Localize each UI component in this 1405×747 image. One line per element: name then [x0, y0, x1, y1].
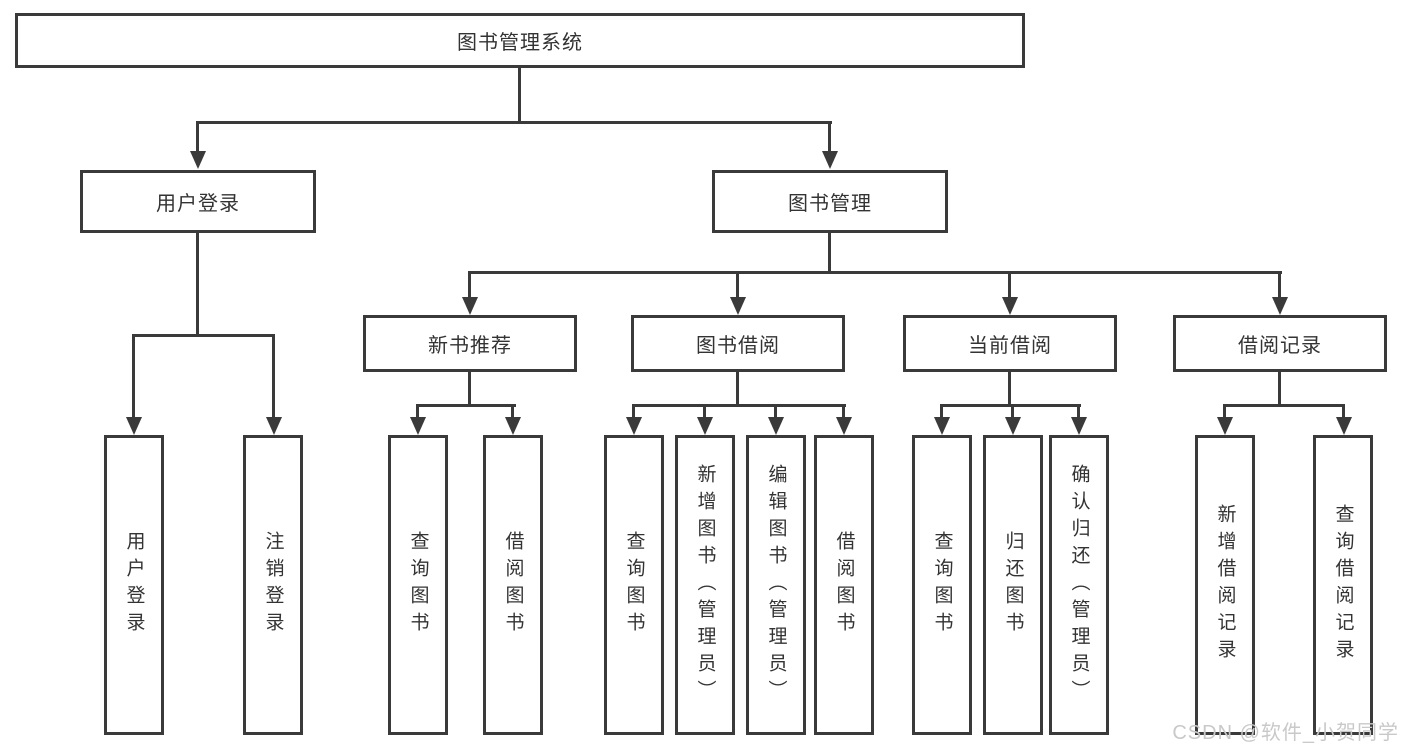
- connector-line: [196, 121, 832, 124]
- arrowhead-down-icon: [1071, 417, 1087, 435]
- connector-line: [468, 271, 1282, 274]
- connector-line: [1011, 404, 1014, 418]
- connector-line: [196, 233, 199, 337]
- leaf-records-add-record: 新增借阅记录: [1195, 435, 1255, 735]
- connector-line: [196, 121, 199, 153]
- connector-line: [632, 404, 635, 418]
- connector-line: [1223, 404, 1226, 418]
- node-label: 用户登录: [156, 193, 240, 215]
- arrowhead-down-icon: [822, 151, 838, 169]
- leaf-logout-action: 注销登录: [243, 435, 303, 735]
- arrowhead-down-icon: [626, 417, 642, 435]
- node-library-management-system: 图书管理系统: [15, 13, 1025, 68]
- leaf-label: 查询图书: [931, 531, 953, 639]
- connector-line: [703, 404, 706, 418]
- connector-line: [940, 404, 1081, 407]
- leaf-label: 借阅图书: [502, 531, 524, 639]
- arrowhead-down-icon: [836, 417, 852, 435]
- arrowhead-down-icon: [730, 297, 746, 315]
- node-label: 新书推荐: [428, 335, 512, 357]
- leaf-borrow-edit-books-admin: 编辑图书（管理员）: [746, 435, 806, 735]
- connector-line: [1278, 271, 1281, 298]
- arrowhead-down-icon: [1217, 417, 1233, 435]
- leaf-label: 查询图书: [623, 531, 645, 639]
- leaf-user-login-action: 用户登录: [104, 435, 164, 735]
- leaf-newbook-query-books: 查询图书: [388, 435, 448, 735]
- leaf-newbook-borrow-books: 借阅图书: [483, 435, 543, 735]
- connector-line: [632, 404, 846, 407]
- connector-line: [468, 372, 471, 406]
- connector-line: [132, 334, 275, 337]
- connector-line: [828, 121, 831, 153]
- arrowhead-down-icon: [1272, 297, 1288, 315]
- node-user-login: 用户登录: [80, 170, 316, 233]
- leaf-label: 用户登录: [123, 531, 145, 639]
- leaf-label: 查询图书: [407, 531, 429, 639]
- leaf-borrow-borrow-books: 借阅图书: [814, 435, 874, 735]
- node-label: 当前借阅: [968, 335, 1052, 357]
- arrowhead-down-icon: [410, 417, 426, 435]
- arrowhead-down-icon: [1005, 417, 1021, 435]
- connector-line: [416, 404, 516, 407]
- leaf-label: 归还图书: [1002, 531, 1024, 639]
- leaf-label: 确认归还（管理员）: [1068, 463, 1090, 707]
- leaf-records-query-record: 查询借阅记录: [1313, 435, 1373, 735]
- arrowhead-down-icon: [1002, 297, 1018, 315]
- leaf-label: 编辑图书（管理员）: [765, 463, 787, 707]
- node-label: 借阅记录: [1238, 335, 1322, 357]
- leaf-label: 借阅图书: [833, 531, 855, 639]
- connector-line: [940, 404, 943, 418]
- connector-line: [774, 404, 777, 418]
- leaf-borrow-query-books: 查询图书: [604, 435, 664, 735]
- arrowhead-down-icon: [462, 297, 478, 315]
- connector-line: [511, 404, 514, 418]
- connector-line: [736, 372, 739, 406]
- leaf-borrow-add-books-admin: 新增图书（管理员）: [675, 435, 735, 735]
- node-book-borrow: 图书借阅: [631, 315, 845, 372]
- connector-line: [518, 68, 521, 123]
- connector-line: [468, 271, 471, 298]
- csdn-watermark: CSDN @软件_小贺同学: [1172, 722, 1399, 744]
- connector-line: [1223, 404, 1345, 407]
- node-label: 图书借阅: [696, 335, 780, 357]
- arrowhead-down-icon: [697, 417, 713, 435]
- leaf-label: 新增图书（管理员）: [694, 463, 716, 707]
- connector-line: [1278, 372, 1281, 406]
- leaf-label: 新增借阅记录: [1214, 504, 1236, 666]
- node-label: 图书管理系统: [457, 32, 583, 54]
- arrowhead-down-icon: [934, 417, 950, 435]
- node-borrow-records: 借阅记录: [1173, 315, 1387, 372]
- connector-line: [842, 404, 845, 418]
- arrowhead-down-icon: [505, 417, 521, 435]
- connector-line: [272, 334, 275, 418]
- arrowhead-down-icon: [190, 151, 206, 169]
- leaf-label: 注销登录: [262, 531, 284, 639]
- leaf-current-return-books: 归还图书: [983, 435, 1043, 735]
- connector-line: [828, 233, 831, 274]
- node-current-borrow: 当前借阅: [903, 315, 1117, 372]
- leaf-current-confirm-return-admin: 确认归还（管理员）: [1049, 435, 1109, 735]
- arrowhead-down-icon: [266, 417, 282, 435]
- connector-line: [1342, 404, 1345, 418]
- connector-line: [1077, 404, 1080, 418]
- connector-line: [1008, 271, 1011, 298]
- arrowhead-down-icon: [768, 417, 784, 435]
- leaf-current-query-books: 查询图书: [912, 435, 972, 735]
- arrowhead-down-icon: [126, 417, 142, 435]
- node-new-book-recommend: 新书推荐: [363, 315, 577, 372]
- arrowhead-down-icon: [1336, 417, 1352, 435]
- node-label: 图书管理: [788, 193, 872, 215]
- node-book-management: 图书管理: [712, 170, 948, 233]
- leaf-label: 查询借阅记录: [1332, 504, 1354, 666]
- connector-line: [736, 271, 739, 298]
- connector-line: [416, 404, 419, 418]
- connector-line: [1008, 372, 1011, 406]
- connector-line: [132, 334, 135, 418]
